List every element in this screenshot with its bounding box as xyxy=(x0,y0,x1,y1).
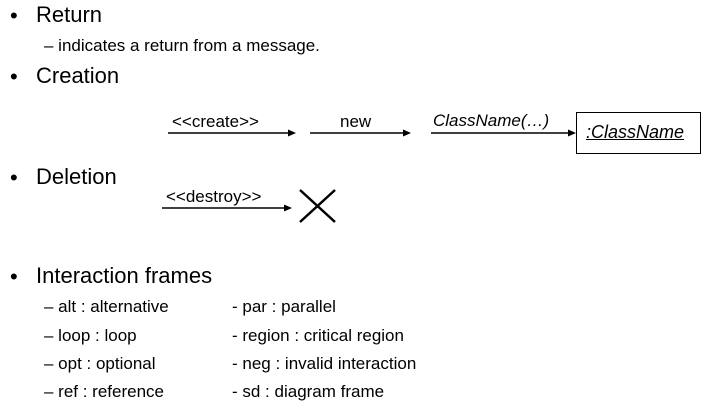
return-title: Return xyxy=(36,2,103,27)
classname-call-arrow xyxy=(431,129,576,137)
deletion-title: Deletion xyxy=(36,164,117,189)
create-arrow xyxy=(168,129,296,137)
new-arrow xyxy=(310,129,411,137)
frame-opt: – opt : optional xyxy=(44,354,156,373)
return-description: – indicates a return from a message. xyxy=(44,36,320,55)
deletion-bullet: • xyxy=(10,165,18,190)
frame-ref: – ref : reference xyxy=(44,382,165,401)
new-message-label: new xyxy=(340,112,372,131)
destroy-cross-icon xyxy=(299,189,336,223)
frame-loop: – loop : loop xyxy=(44,326,137,345)
frames-title: Interaction frames xyxy=(36,263,213,288)
creation-title: Creation xyxy=(36,63,120,88)
destroy-arrow xyxy=(162,204,292,212)
frames-bullet: • xyxy=(10,264,18,289)
create-message-label: <<create>> xyxy=(172,112,259,131)
frame-par: - par : parallel xyxy=(232,297,336,316)
frame-alt: – alt : alternative xyxy=(44,297,169,316)
return-bullet: • xyxy=(10,3,18,28)
frame-sd: - sd : diagram frame xyxy=(232,382,385,401)
classname-call-label: ClassName(…) xyxy=(433,111,550,130)
object-box xyxy=(576,112,701,154)
object-label: :ClassName xyxy=(586,122,685,142)
creation-bullet: • xyxy=(10,64,18,89)
frame-region: - region : critical region xyxy=(232,326,404,345)
frame-neg: - neg : invalid interaction xyxy=(232,354,417,373)
destroy-message-label: <<destroy>> xyxy=(166,187,262,206)
